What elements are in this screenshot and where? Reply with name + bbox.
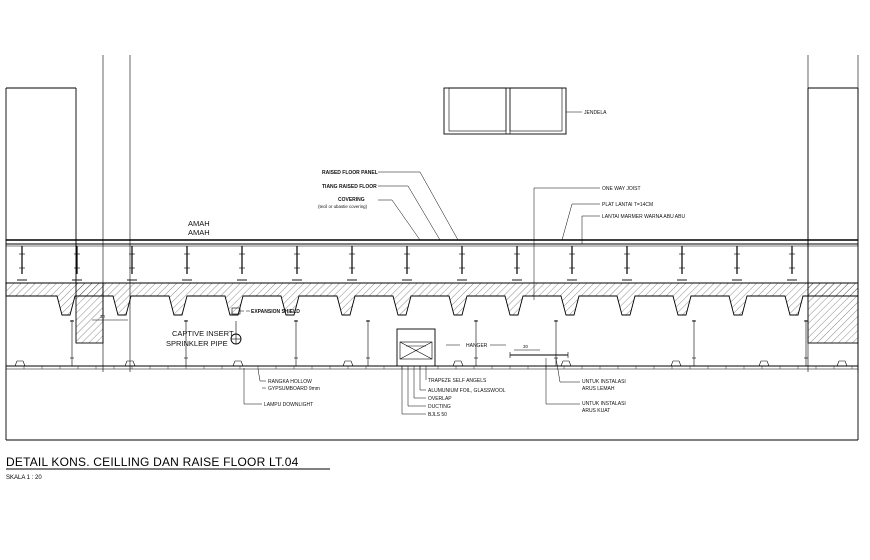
- label-lantai-marmer: LANTAI MARMER WARNA ABU ABU: [602, 214, 685, 220]
- annotations: JENDELA RAISED FLOOR PANEL TIANG RAISED …: [166, 110, 685, 418]
- label-overlap: OVERLAP: [428, 396, 452, 402]
- drawing-scale: SKALA 1 : 20: [6, 475, 42, 481]
- label-lampu-downlight: LAMPU DOWNLIGHT: [264, 402, 313, 408]
- cable-tray: 30: [509, 344, 569, 358]
- label-captive-insert: CAPTIVE INSERT: [172, 329, 234, 338]
- gypsum-ceiling: [6, 365, 858, 370]
- label-plat-lantai: PLAT LANTAI T=14CM: [602, 202, 653, 208]
- label-instalasi-lemah-2: ARUS LEMAH: [582, 386, 615, 392]
- label-aluminium-foil: ALUMUNIUM FOIL, GLASSWOOL: [428, 388, 506, 394]
- label-covering: COVERING: [338, 197, 365, 203]
- label-bjls: BJLS 50: [428, 412, 447, 418]
- label-ducting: DUCTING: [428, 404, 451, 410]
- ceiling-hangers: [70, 320, 808, 366]
- title-block: DETAIL KONS. CEILLING DAN RAISE FLOOR LT…: [6, 455, 330, 481]
- label-jendela: JENDELA: [584, 110, 607, 116]
- drawing-frame: [5, 87, 859, 441]
- column-left: 30: [75, 282, 128, 344]
- ducting: [396, 328, 436, 367]
- downlight-fixture: [14, 360, 26, 367]
- dimension-30-left: 30: [100, 314, 105, 319]
- label-covering-note: (tecil or ubastie covering): [318, 204, 368, 209]
- downlights: [5, 360, 853, 369]
- label-tiang-raised-floor: TIANG RAISED FLOOR: [322, 184, 377, 190]
- label-one-way-joist: ONE WAY JOIST: [602, 186, 641, 192]
- label-trapeze: TRAPEZE SELF ANGELS: [428, 378, 487, 384]
- downlight-fixture: [836, 360, 848, 367]
- window-jendela: [443, 87, 582, 135]
- downlight-fixture: [670, 360, 682, 367]
- label-sprinkler-pipe: SPRINKLER PIPE: [166, 339, 228, 348]
- label-instalasi-kuat-2: ARUS KUAT: [582, 408, 610, 414]
- concrete-slab-one-way-joist: [5, 282, 859, 316]
- downlight-fixture: [560, 360, 572, 367]
- label-gypsumboard: GYPSUMBOARD 9mm: [268, 386, 320, 392]
- label-raised-floor-panel: RAISED FLOOR PANEL: [322, 170, 378, 176]
- column-right: [807, 282, 859, 344]
- label-rangka-hollow: RANGKA HOLLOW: [268, 379, 312, 385]
- leader-lines: [240, 171, 600, 415]
- downlight-fixture: [232, 360, 244, 367]
- grid-lines: [102, 55, 859, 372]
- downlight-fixture: [342, 360, 354, 367]
- label-amah-1: AMAH: [188, 219, 210, 228]
- label-hanger: HANGER: [466, 343, 488, 349]
- label-instalasi-kuat-1: UNTUK INSTALASI: [582, 401, 626, 407]
- raised-floor-panel: [6, 239, 858, 247]
- downlight-fixture: [124, 360, 136, 367]
- dimension-30-right: 30: [523, 344, 528, 349]
- label-expansion-shield: EXPANSION SHIELD: [251, 309, 300, 315]
- raised-floor-pedestals: [17, 246, 797, 281]
- downlight-fixture: [758, 360, 770, 367]
- drawing-title: DETAIL KONS. CEILLING DAN RAISE FLOOR LT…: [6, 455, 299, 469]
- downlight-fixture: [452, 360, 464, 367]
- label-amah-2: AMAH: [188, 228, 210, 237]
- label-instalasi-lemah-1: UNTUK INSTALASI: [582, 379, 626, 385]
